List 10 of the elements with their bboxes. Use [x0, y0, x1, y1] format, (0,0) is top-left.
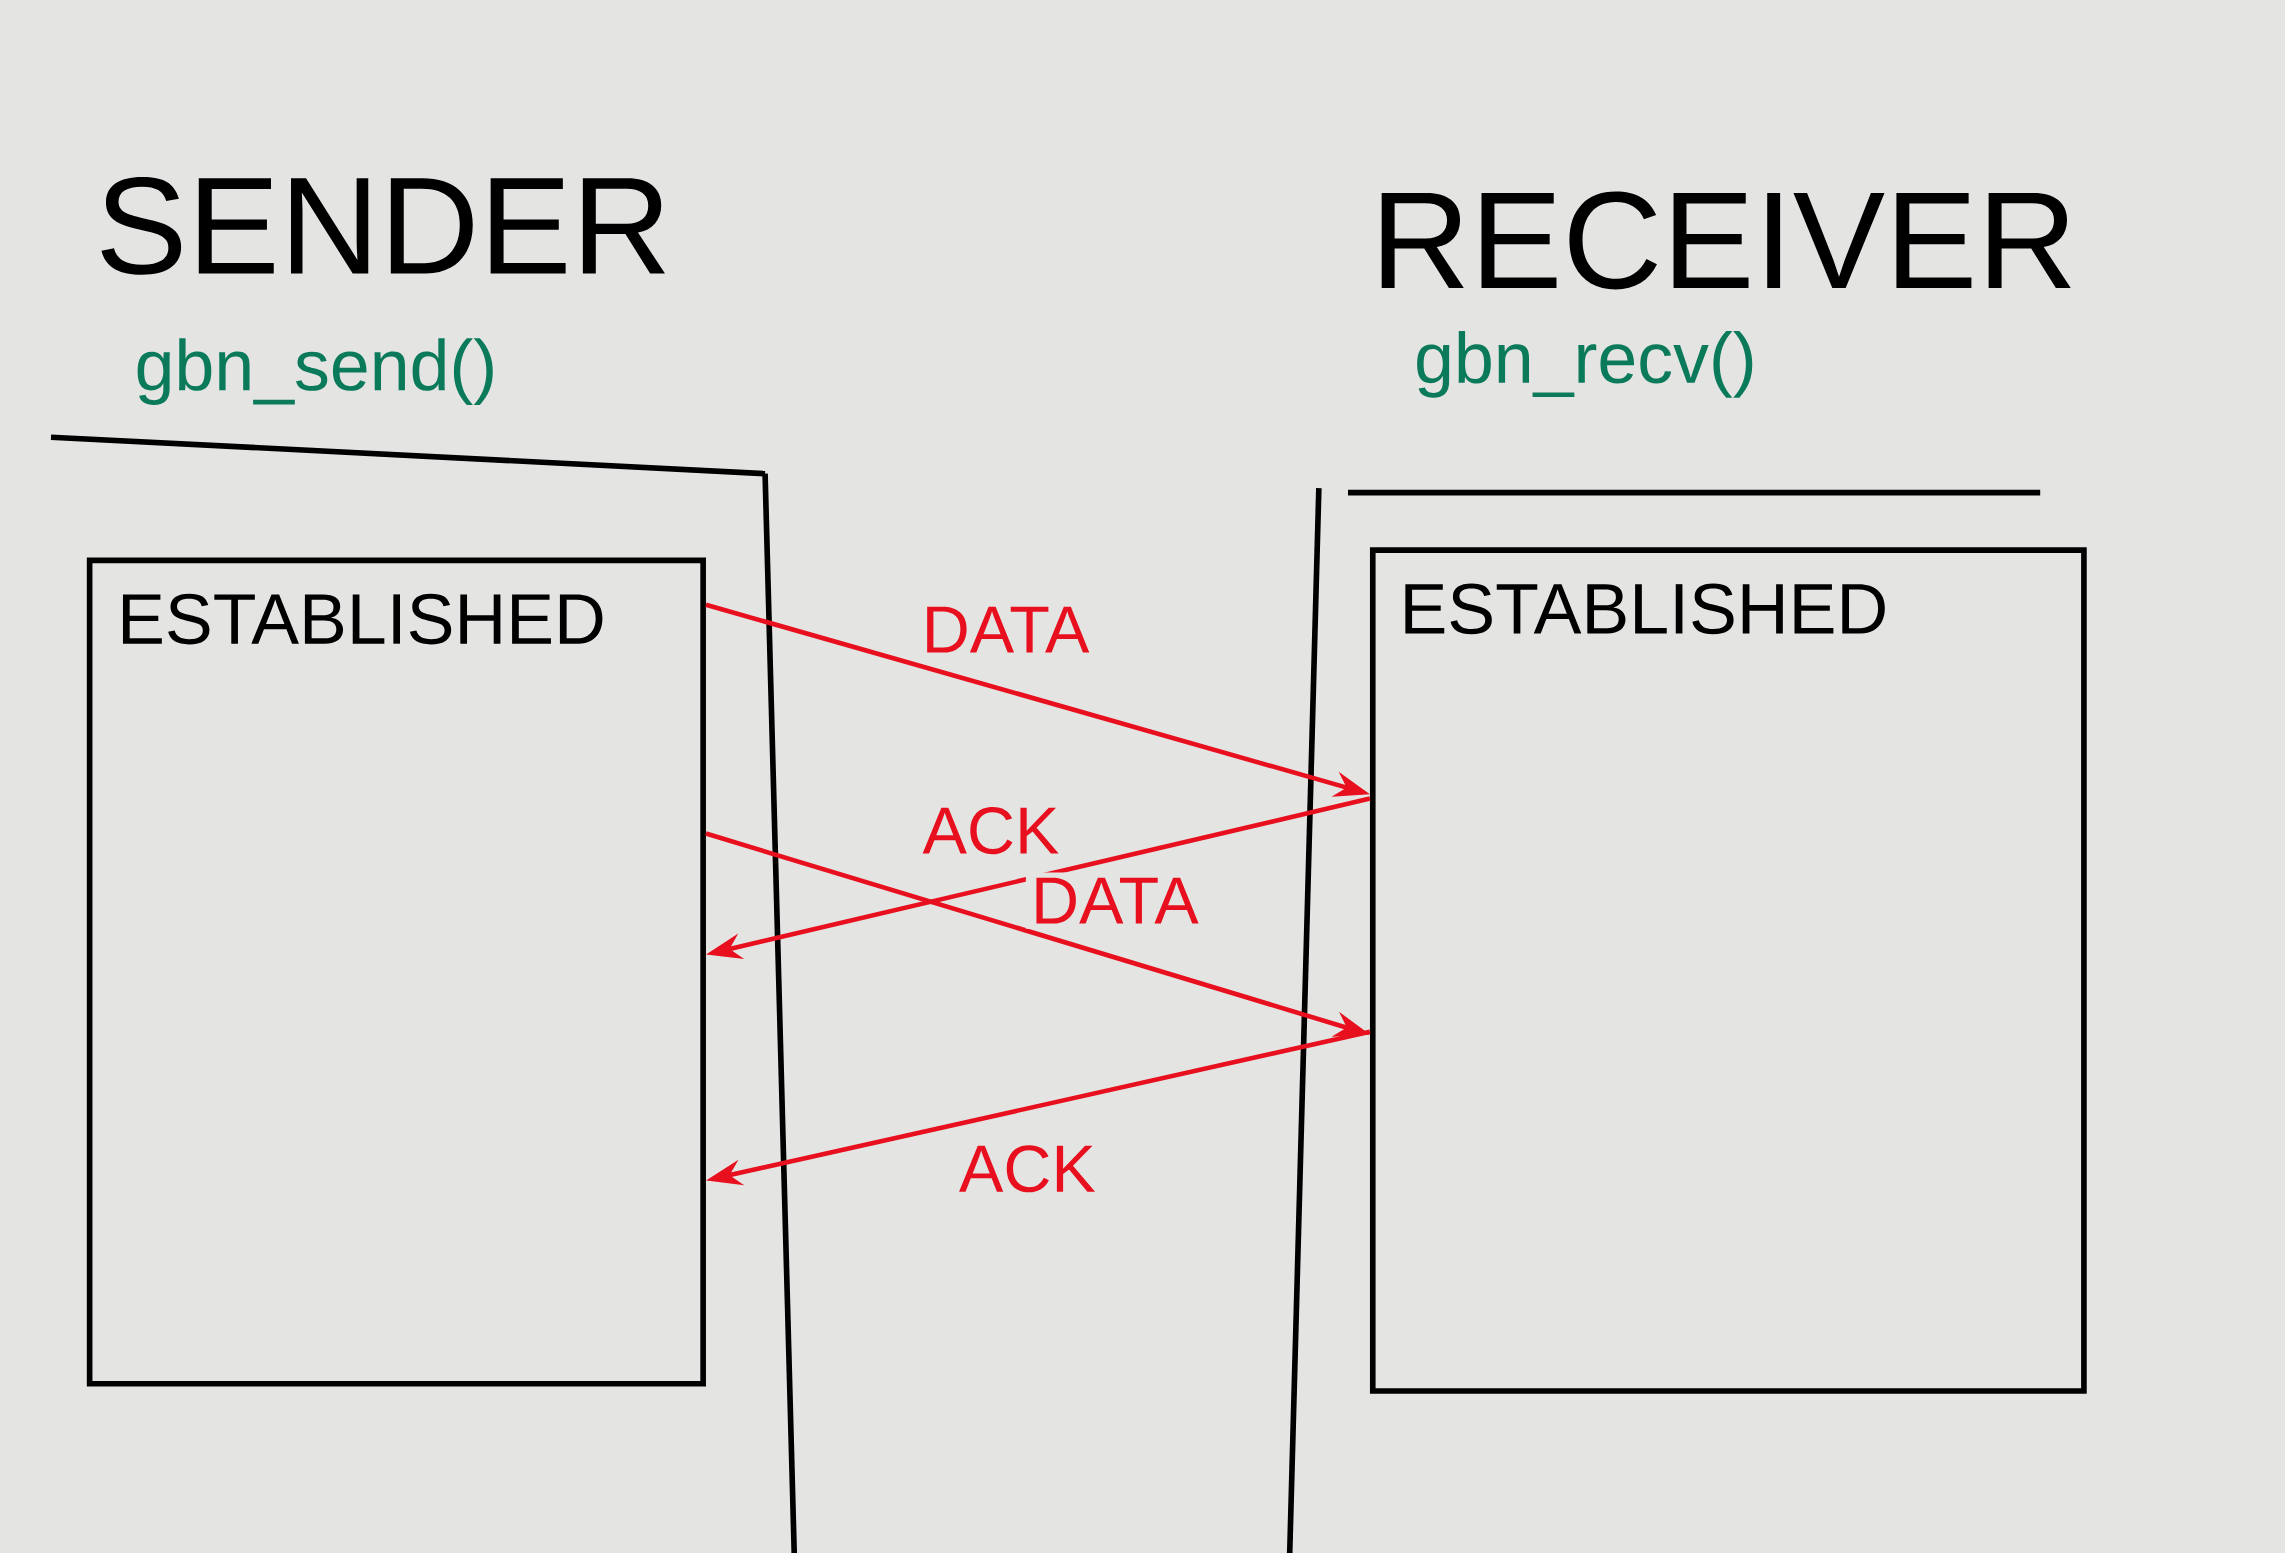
edge-label: DATA — [916, 601, 1095, 658]
heading: SENDER — [101, 176, 665, 275]
function-name: gbn_send() — [137, 338, 493, 405]
function-name: gbn_recv() — [1417, 330, 1753, 398]
heading: RECEIVER — [1381, 191, 2071, 290]
edge-label: DATA — [1025, 872, 1204, 929]
edge-label: ACK — [917, 801, 1065, 860]
state-box: ESTABLISHED — [1369, 547, 2087, 1394]
state-box: ESTABLISHED — [86, 557, 706, 1387]
edge-label: ACK — [953, 1139, 1101, 1198]
